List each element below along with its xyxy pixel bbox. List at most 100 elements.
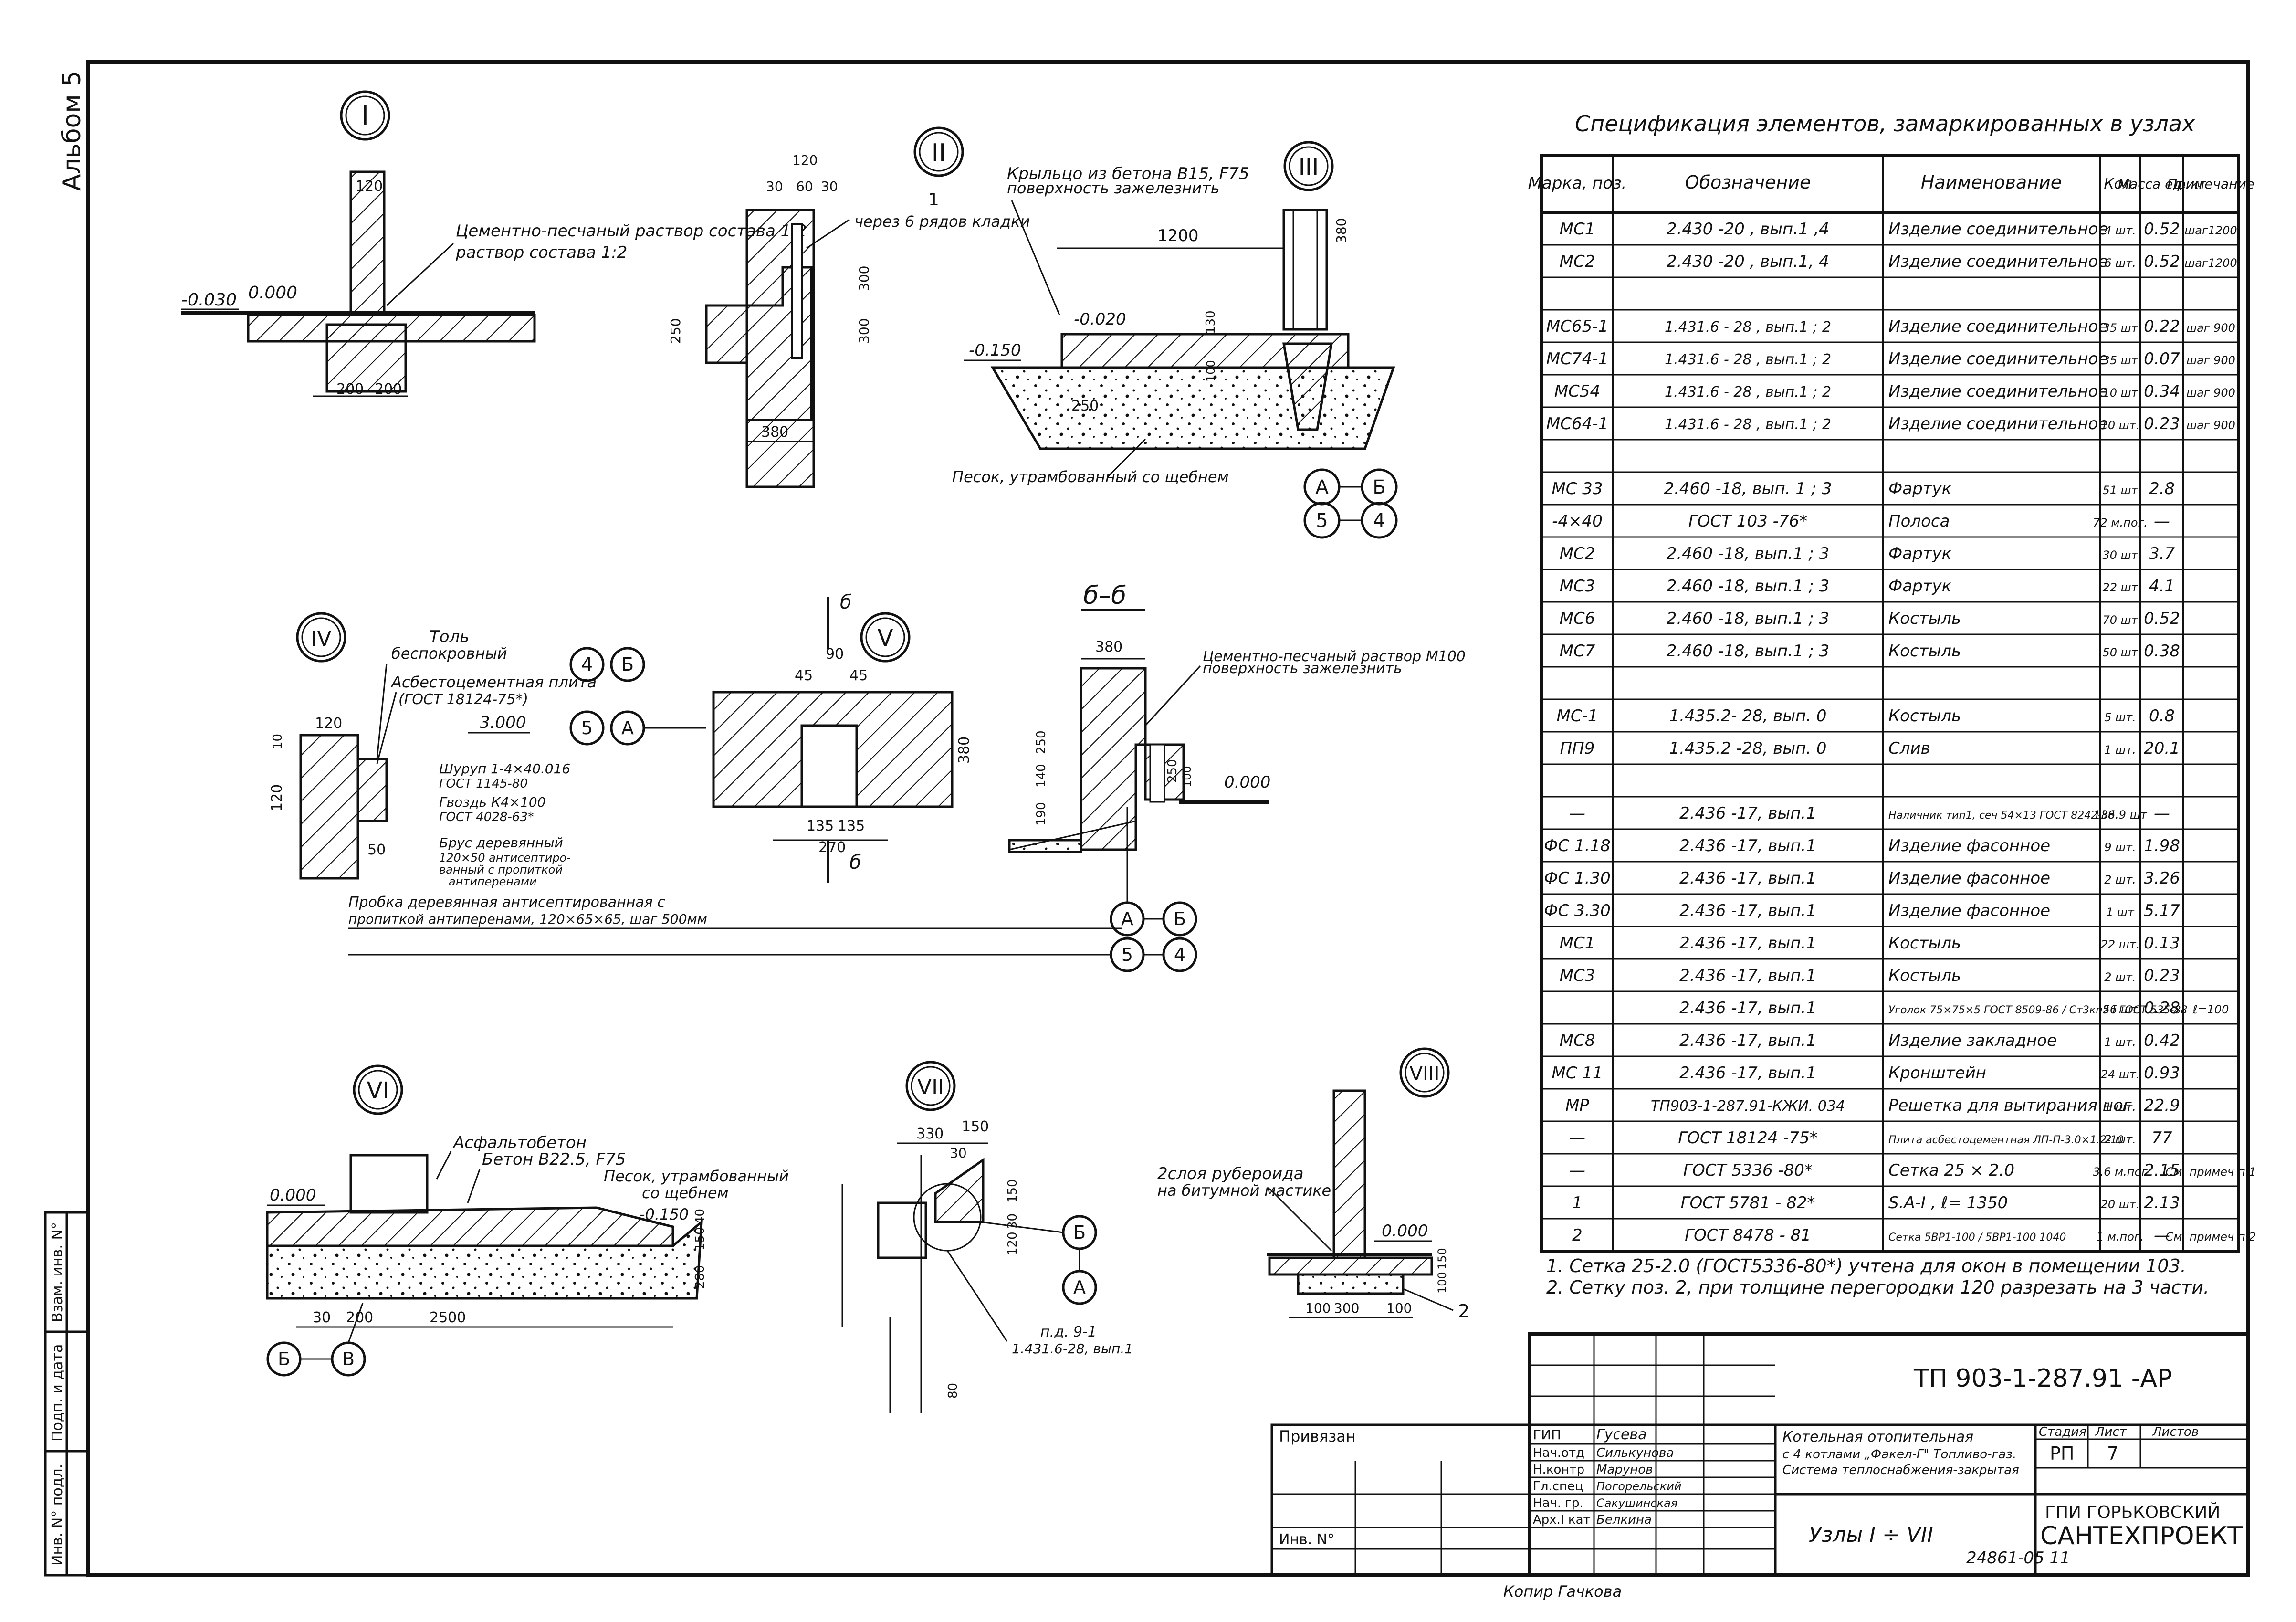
side-replace-label: Взам. инв. N° — [49, 1222, 66, 1322]
spec-cell: 9 шт. — [2104, 841, 2136, 854]
stamp-bind: Привязан — [1279, 1427, 1356, 1445]
node-2-dim-30a: 30 — [766, 179, 783, 194]
stamp-role-3: Гл.спец — [1533, 1479, 1583, 1494]
spec-cell: 4.1 — [2149, 577, 2175, 596]
node-5-dim-270: 270 — [818, 839, 846, 856]
spec-cell: 10 шт. — [2101, 419, 2140, 432]
node-4-m12: антиперенами — [449, 875, 537, 888]
spec-cell: Изделие соединительное — [1888, 252, 2108, 271]
spec-cell: 2.436 -17, вып.1 — [1679, 1031, 1816, 1050]
node-8-dim-100b: 100 — [1386, 1300, 1412, 1316]
node-6-dim-2500: 2500 — [430, 1309, 466, 1326]
node-6-note-2: Бетон В22.5, F75 — [482, 1150, 626, 1169]
stamp-stage: РП — [2050, 1443, 2075, 1464]
node-1: I 120 -0.030 0.000 Цементно-песчаный рас… — [181, 90, 807, 398]
spec-header-3: Кол. — [2104, 176, 2136, 192]
spec-cell: Фартук — [1888, 479, 1952, 498]
spec-cell: 1 шт. — [2104, 1100, 2136, 1114]
spec-cell: — — [2154, 1226, 2170, 1245]
spec-cell: шаг 900 — [2186, 419, 2235, 432]
spec-cell: шаг 900 — [2186, 354, 2235, 367]
node-7-note-1: п.д. 9-1 — [1040, 1324, 1097, 1340]
node-4-wall — [299, 734, 359, 880]
spec-cell: 72 м.пог. — [2093, 516, 2148, 529]
node-2-dim-30b: 30 — [821, 179, 838, 194]
spec-cell: 56 шт — [2102, 1003, 2138, 1016]
node-6-dim-30: 30 — [313, 1309, 331, 1326]
node-2-dim-300a: 300 — [856, 266, 872, 291]
node-4-dim-120a: 120 — [315, 715, 342, 732]
node-5-dim-135b: 135 — [838, 818, 865, 834]
node-7-refs: Б А — [980, 1215, 1097, 1305]
node-7-dim-150a: 150 — [962, 1118, 989, 1135]
stamp-role-0: ГИП — [1533, 1427, 1561, 1443]
spec-cell: МС3 — [1560, 966, 1595, 985]
spec-cell: Костыль — [1888, 934, 1961, 953]
svg-text:Б: Б — [1373, 476, 1385, 498]
spec-cell: шаг1200 — [2184, 256, 2237, 270]
spec-cell: 1.435.2- 28, вып. 0 — [1669, 706, 1826, 726]
node-1-level-1: -0.030 — [181, 290, 237, 310]
spec-cell: Изделие соединительное — [1888, 349, 2108, 369]
spec-cell: — — [2154, 804, 2170, 823]
spec-cell: МС 33 — [1552, 479, 1603, 498]
spec-cell: 2.436 -17, вып.1 — [1679, 901, 1816, 920]
node-2-note: через 6 рядов кладки — [854, 212, 1030, 231]
spec-cell: Костыль — [1888, 609, 1961, 628]
spec-cell: 3.7 — [2149, 544, 2175, 563]
stamp-sheets-head: Листов — [2152, 1425, 2199, 1439]
stamp-name-5: Белкина — [1596, 1513, 1652, 1527]
spec-cell: 51 шт — [2102, 484, 2138, 497]
spec-cell: 2.436 -17, вып.1 — [1679, 966, 1816, 985]
title-block: ТП 903-1-287.91 -АР Привязан Инв. N° ГИП… — [1270, 1332, 2250, 1601]
spec-cell: Костыль — [1888, 706, 1961, 726]
node-2-dim-380: 380 — [761, 424, 788, 441]
spec-cell: МС64-1 — [1546, 414, 1608, 433]
node-8-dim-100c: 100 — [1436, 1272, 1449, 1294]
node-2: II 120 30 60 30 1 через 6 рядов кладки 3… — [668, 126, 1030, 488]
node-2-dim-300b: 300 — [856, 318, 872, 344]
spec-cell: Фартук — [1888, 577, 1952, 596]
stamp-role-4: Нач. гр. — [1533, 1496, 1583, 1510]
stamp-sheet: 7 — [2107, 1443, 2118, 1464]
node-8-partition — [1332, 1089, 1366, 1259]
node-6: VI Асфальтобетон Бетон В22.5, F75 Песок,… — [266, 1064, 789, 1377]
spec-cell: 35 шт — [2102, 321, 2138, 335]
node-6-note-3: Песок, утрамбованный — [604, 1167, 789, 1185]
spec-cell: 0.52 — [2144, 252, 2180, 271]
node-4-m9: Брус деревянный — [439, 835, 563, 851]
node-5-dim-45b: 45 — [849, 667, 868, 684]
node-8-note-1: 2слоя рубероида — [1157, 1164, 1304, 1183]
node-2-pos: 1 — [928, 190, 939, 210]
node-7-dim-120: 120 — [1006, 1232, 1020, 1255]
spec-cell: МС74-1 — [1546, 349, 1608, 369]
spec-cell: Изделие соединительное — [1888, 220, 2108, 239]
specification: Спецификация элементов, замаркированных … — [1528, 111, 2256, 1298]
spec-cell: 2.460 -18, вып.1 ; 3 — [1667, 609, 1830, 628]
spec-cell: 6 шт. — [2104, 256, 2136, 270]
stamp-role-5: Арх.I кат — [1533, 1513, 1591, 1527]
spec-cell: Изделие соединительное — [1888, 414, 2108, 433]
stamp-name-1: Силькунова — [1596, 1446, 1674, 1460]
node-6-note-4: со щебнем — [642, 1184, 729, 1202]
spec-cell: 1.431.6 - 28 , вып.1 ; 2 — [1665, 384, 1831, 400]
spec-cell: МС 11 — [1552, 1064, 1603, 1083]
spec-cell: Слив — [1888, 739, 1930, 758]
spec-cell: 136.9 шт — [2093, 808, 2147, 822]
spec-cell: ПП9 — [1560, 739, 1595, 758]
node-2-dim-60: 60 — [796, 179, 813, 194]
section-b-note-2: поверхность зажелезнить — [1203, 660, 1402, 677]
svg-text:А: А — [621, 717, 634, 738]
spec-cell: — — [1569, 1161, 1585, 1180]
spec-cell: Изделие фасонное — [1888, 836, 2050, 855]
stamp-name-2: Марунов — [1596, 1463, 1653, 1477]
node-4-m6: ГОСТ 1145-80 — [439, 777, 528, 791]
spec-cell: 2.430 -20 , вып.1, 4 — [1667, 252, 1829, 271]
node-3-dim-250: 250 — [1071, 398, 1099, 414]
stamp-desc-2: с 4 котлами „Факел-Г" Топливо-газ. — [1782, 1447, 2016, 1462]
svg-text:В: В — [342, 1348, 355, 1369]
section-b-level: 0.000 — [1224, 773, 1270, 792]
section-b-wall — [1080, 667, 1147, 851]
spec-cell: 1.431.6 - 28 , вып.1 ; 2 — [1665, 351, 1831, 368]
node-5-dim-135a: 135 — [807, 818, 834, 834]
